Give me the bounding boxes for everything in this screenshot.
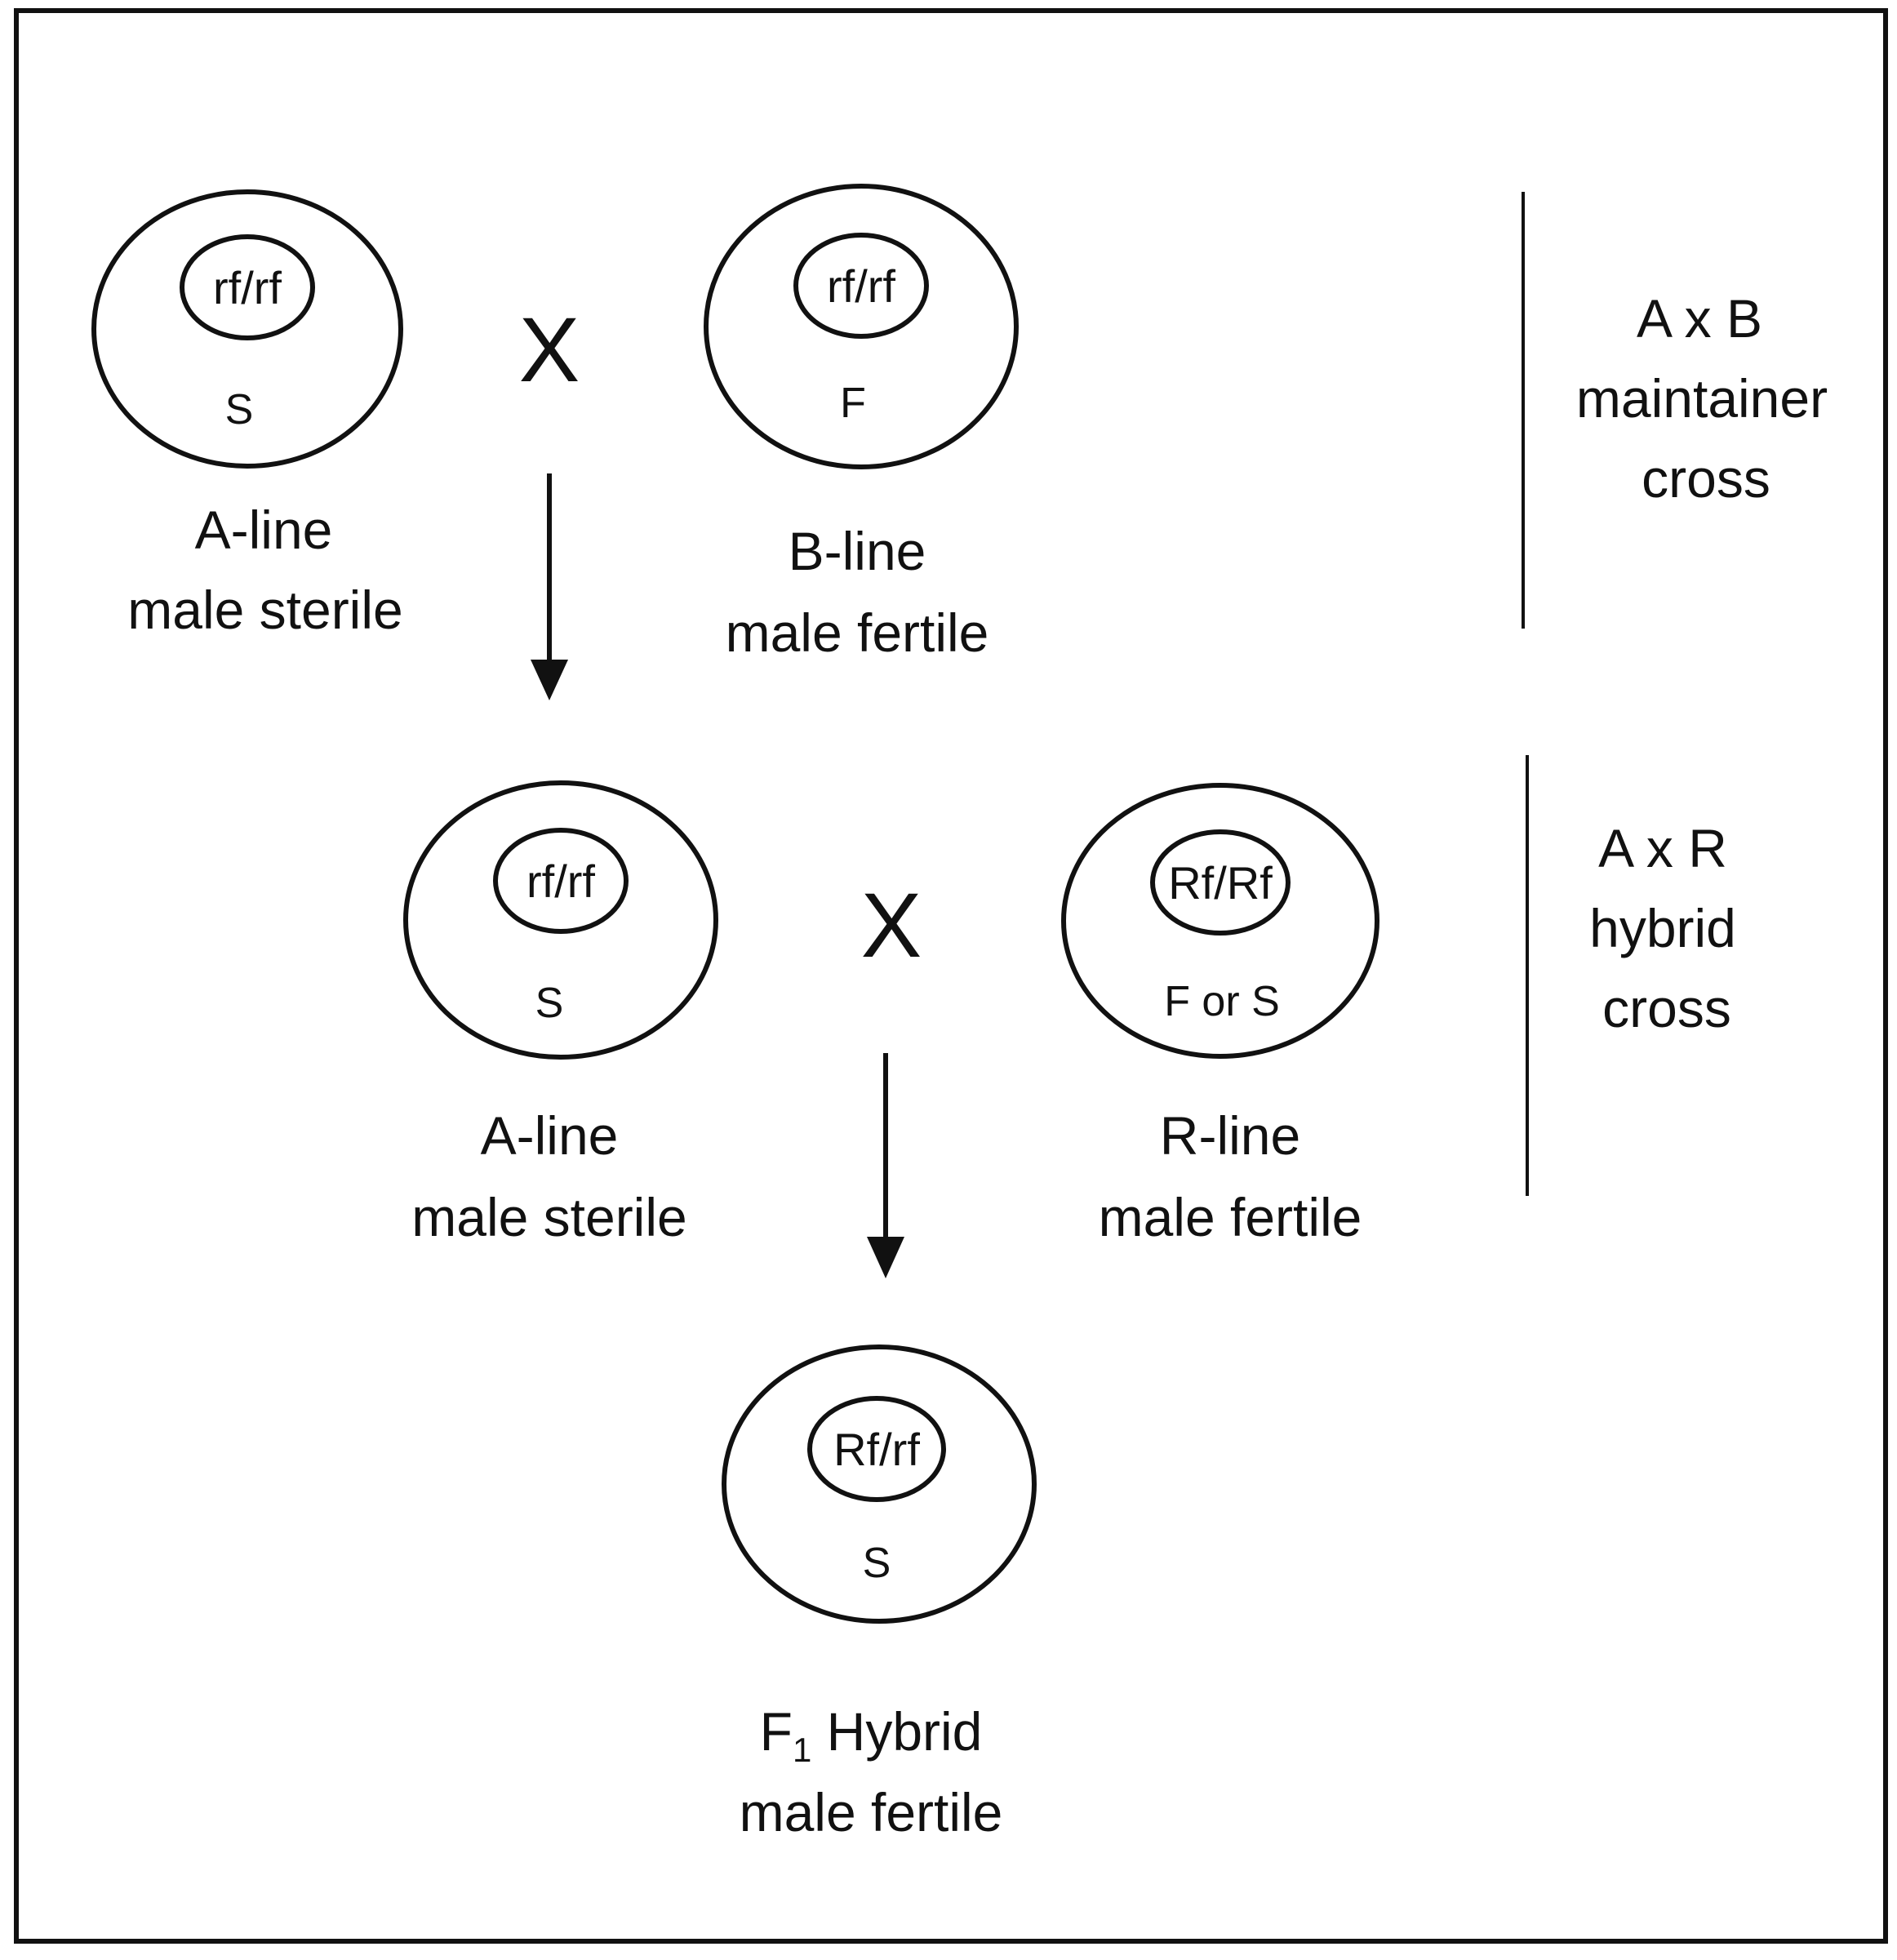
genotype-label: Rf/rf [833, 1424, 920, 1475]
line-name-label: R-line [1160, 1105, 1300, 1166]
svg-text:A x B: A x B [1637, 288, 1762, 349]
cytoplasm-label: F or S [1164, 978, 1280, 1025]
svg-text:hybrid: hybrid [1589, 898, 1736, 958]
nucleus-circle [180, 234, 315, 340]
maintainer-cross-label: A x B maintainer cross [1576, 288, 1828, 509]
cell-outer-circle [91, 189, 403, 469]
cytoplasm-label: S [535, 980, 564, 1027]
cytoplasm-label: S [225, 386, 254, 433]
arrow-down-hybrid [867, 1053, 904, 1278]
cell-outer-circle [722, 1344, 1037, 1624]
nucleus-circle [493, 828, 629, 934]
cytoplasm-label: F [840, 380, 866, 427]
nucleus-circle [1150, 829, 1291, 936]
nucleus-circle [793, 233, 929, 339]
svg-text:cross: cross [1642, 448, 1770, 509]
individual-a-line-top: rf/rf S A-line male sterile [91, 189, 403, 640]
phenotype-label: male sterile [411, 1187, 686, 1247]
individual-b-line: rf/rf F B-line male fertile [704, 184, 1019, 663]
phenotype-label: male fertile [740, 1782, 1003, 1842]
line-name-label: F1 Hybrid [760, 1701, 983, 1769]
genotype-label: rf/rf [827, 260, 895, 312]
line-name-label: B-line [789, 521, 926, 581]
phenotype-label: male fertile [1099, 1187, 1362, 1247]
cell-outer-circle [1061, 783, 1379, 1059]
arrow-down-maintainer [531, 473, 568, 700]
line-name-label: A-line [481, 1105, 619, 1166]
cross-symbol-middle: X [861, 874, 922, 976]
cross-symbol-top: X [519, 299, 580, 401]
phenotype-label: male sterile [127, 580, 402, 640]
individual-r-line: Rf/Rf F or S R-line male fertile [1061, 783, 1379, 1247]
genotype-label: Rf/Rf [1168, 857, 1273, 909]
genotype-label: rf/rf [213, 262, 282, 313]
cell-outer-circle [403, 780, 718, 1060]
phenotype-label: male fertile [726, 602, 989, 663]
individual-f1-hybrid: Rf/rf S F1 Hybrid male fertile [722, 1344, 1037, 1842]
cell-outer-circle [704, 184, 1019, 469]
outer-frame [14, 8, 1888, 1944]
svg-text:maintainer: maintainer [1576, 368, 1828, 429]
svg-text:cross: cross [1602, 978, 1731, 1038]
nucleus-circle [807, 1396, 946, 1502]
cytoplasm-label: S [863, 1540, 891, 1587]
svg-text:A x R: A x R [1598, 818, 1727, 878]
individual-a-line-middle: rf/rf S A-line male sterile [403, 780, 718, 1247]
genotype-label: rf/rf [526, 856, 595, 907]
hybrid-cross-label: A x R hybrid cross [1589, 818, 1736, 1038]
line-name-label: A-line [195, 500, 333, 560]
